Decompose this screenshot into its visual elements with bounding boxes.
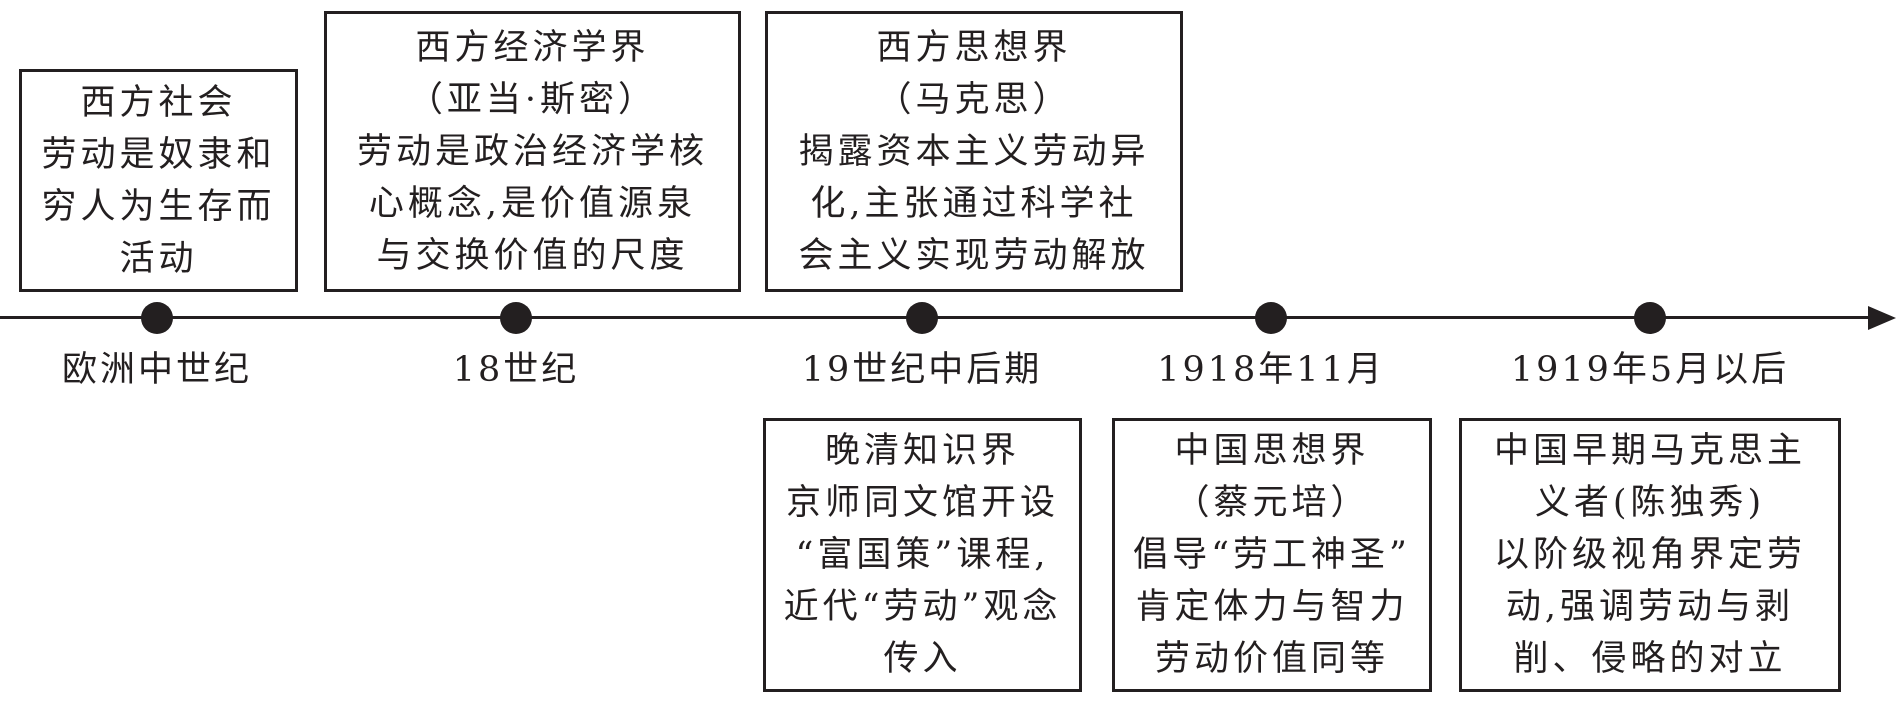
box-line: 会主义实现劳动解放 — [798, 235, 1150, 276]
box-line: 削、侵略的对立 — [1513, 639, 1787, 679]
box-line: 西方社会 — [80, 82, 237, 123]
box-line: 揭露资本主义劳动异 — [798, 131, 1150, 172]
timeline-dot-18th — [500, 302, 532, 334]
box-line: 化,主张通过科学社 — [810, 183, 1138, 224]
box-line: 肯定体力与智力 — [1135, 587, 1409, 627]
box-line: 动,强调劳动与剥 — [1505, 587, 1795, 627]
box-line: （蔡元培） — [1174, 483, 1370, 523]
box-line: 京师同文馆开设 — [785, 483, 1059, 523]
box-line: 中国早期马克思主 — [1493, 431, 1806, 471]
box-line: 与交换价值的尺度 — [376, 235, 689, 276]
timeline-dot-1919 — [1634, 302, 1666, 334]
event-box-cai-yuanpei: 中国思想界 （蔡元培） 倡导“劳工神圣” 肯定体力与智力 劳动价值同等 — [1112, 418, 1432, 692]
timeline-dot-1918 — [1255, 302, 1287, 334]
box-line: 穷人为生存而 — [41, 186, 276, 227]
arrow-head-icon — [1868, 306, 1896, 330]
event-box-marx: 西方思想界 （马克思） 揭露资本主义劳动异 化,主张通过科学社 会主义实现劳动解… — [765, 11, 1183, 292]
box-line: 西方经济学界 — [415, 27, 650, 68]
axis-label: 18世纪 — [452, 350, 580, 390]
box-line: 以阶级视角界定劳 — [1493, 535, 1806, 575]
box-line: 劳动价值同等 — [1154, 639, 1389, 679]
event-box-chen-duxiu: 中国早期马克思主 义者(陈独秀) 以阶级视角界定劳 动,强调劳动与剥 削、侵略的… — [1459, 418, 1841, 692]
event-box-late-qing: 晚清知识界 京师同文馆开设 “富国策”课程, 近代“劳动”观念 传入 — [763, 418, 1082, 692]
timeline-axis — [0, 316, 1880, 319]
box-line: 义者(陈独秀) — [1534, 483, 1766, 523]
box-line: （亚当·斯密） — [407, 79, 658, 120]
box-line: 传入 — [883, 639, 962, 679]
box-line: 晚清知识界 — [824, 431, 1020, 471]
event-box-adam-smith: 西方经济学界 （亚当·斯密） 劳动是政治经济学核 心概念,是价值源泉 与交换价值… — [324, 11, 741, 292]
box-line: 劳动是政治经济学核 — [356, 131, 708, 172]
box-line: （马克思） — [876, 79, 1072, 120]
timeline-dot-medieval — [141, 302, 173, 334]
box-line: 劳动是奴隶和 — [41, 134, 276, 175]
box-line: 西方思想界 — [876, 27, 1072, 68]
box-line: 中国思想界 — [1174, 431, 1370, 471]
box-line: 近代“劳动”观念 — [783, 587, 1062, 627]
box-line: 倡导“劳工神圣” — [1133, 535, 1411, 575]
box-line: 心概念,是价值源泉 — [368, 183, 697, 224]
axis-label: 19世纪中后期 — [801, 350, 1043, 390]
axis-label: 1919年5月以后 — [1510, 350, 1790, 390]
timeline-dot-19th — [906, 302, 938, 334]
axis-label: 1918年11月 — [1157, 350, 1385, 390]
box-line: “富国策”课程, — [795, 535, 1050, 575]
axis-label: 欧洲中世纪 — [61, 350, 253, 390]
box-line: 活动 — [119, 238, 198, 279]
event-box-western-society: 西方社会 劳动是奴隶和 穷人为生存而 活动 — [19, 69, 298, 292]
